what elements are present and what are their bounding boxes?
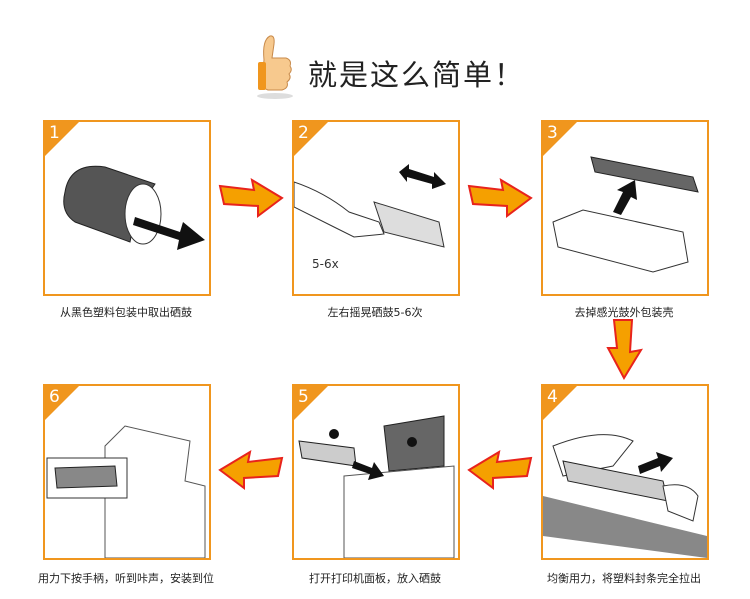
shake-toner-illustration: 5-6x [294,164,446,271]
step-corner [45,122,79,156]
step-number: 2 [298,123,309,143]
step-5-panel: 5 [292,384,460,560]
thumbs-up-icon [257,35,293,99]
step-number: 6 [49,387,60,407]
arrow-down-icon [606,319,644,380]
step-4-caption: 均衡用力，将塑料封条完全拉出 [547,572,701,585]
step-corner [45,386,79,420]
step-4-panel: 4 [541,384,709,560]
step-number: 1 [49,123,60,143]
pull-seal-illustration [543,434,707,558]
step-corner [294,122,328,156]
step-3-panel: 3 [541,120,709,296]
shake-count: 5-6x [312,257,339,271]
step-number: 5 [298,387,309,407]
step-corner [543,386,577,420]
arrow-right-icon [467,178,533,218]
step-6-panel: 6 [43,384,211,560]
arrow-left-icon [467,450,533,490]
step-3-caption: 去掉感光鼓外包装壳 [574,306,674,319]
insert-toner-illustration [298,415,455,558]
step-corner [294,386,328,420]
toner-unwrap-illustration [63,165,205,250]
arrow-left-icon [218,450,284,490]
step-2-panel: 5-6x 2 [292,120,460,296]
arrow-right-icon [218,178,284,218]
remove-cover-illustration [552,156,699,273]
step-6-caption: 用力下按手柄，听到咔声，安装到位 [38,572,214,585]
step-5-caption: 打开打印机面板，放入硒鼓 [309,572,441,585]
step-2-caption: 左右摇晃硒鼓5-6次 [327,306,423,319]
step-1-caption: 从黑色塑料包装中取出硒鼓 [60,306,192,319]
page-title: 就是这么简单！ [308,58,526,92]
step-1-panel: 1 [43,120,211,296]
step-corner [543,122,577,156]
step-number: 3 [547,123,558,143]
press-handle-illustration [46,425,206,558]
step-number: 4 [547,387,558,407]
